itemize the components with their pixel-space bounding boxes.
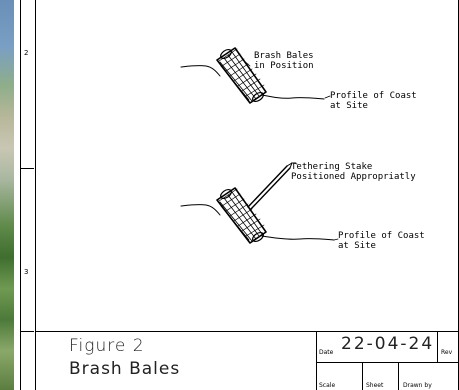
title-block: Figure 2 Brash Bales Date 22-04-24 Rev S…	[35, 331, 459, 390]
title-block-bottom-row: Scale Sheet Drawn by	[316, 362, 459, 390]
frame-left-outer	[20, 0, 21, 390]
zone-divider-1	[20, 168, 34, 169]
zone-number-3: 3	[24, 268, 29, 276]
bottom-leader-lines	[292, 162, 339, 241]
top-coast-profile	[180, 65, 325, 100]
drawn-by-label: Drawn by	[403, 382, 432, 389]
figure-number: Figure 2	[69, 336, 145, 356]
callout-brash-bales-in-position: Brash Bales in Position	[254, 51, 314, 71]
drawing-title: Brash Bales	[69, 359, 181, 379]
date-value: 22-04-24	[341, 334, 435, 354]
background-photo-strip	[0, 0, 14, 390]
rev-cell: Rev	[437, 332, 459, 362]
date-label: Date	[319, 349, 334, 356]
top-leader-lines	[241, 58, 331, 99]
drawn-by-cell: Drawn by	[398, 363, 459, 390]
top-brash-bale	[216, 47, 267, 104]
date-cell: Date 22-04-24	[316, 332, 438, 362]
zone-number-2: 2	[24, 49, 29, 57]
callout-top-profile-of-coast: Profile of Coast at Site	[330, 91, 417, 111]
sheet-label: Sheet	[366, 382, 384, 389]
zone-divider-2	[20, 331, 34, 332]
sheet-cell: Sheet	[362, 363, 399, 390]
callout-tethering-stake: Tethering Stake Positioned Appropriatly	[291, 162, 416, 182]
frame-left-inner	[35, 0, 36, 390]
rev-label: Rev	[441, 349, 453, 356]
tethering-stake	[247, 162, 293, 210]
bottom-coast-profile	[180, 204, 335, 241]
bottom-brash-bale	[216, 187, 267, 244]
scale-label: Scale	[319, 382, 336, 389]
callout-bottom-profile-of-coast: Profile of Coast at Site	[338, 231, 425, 251]
